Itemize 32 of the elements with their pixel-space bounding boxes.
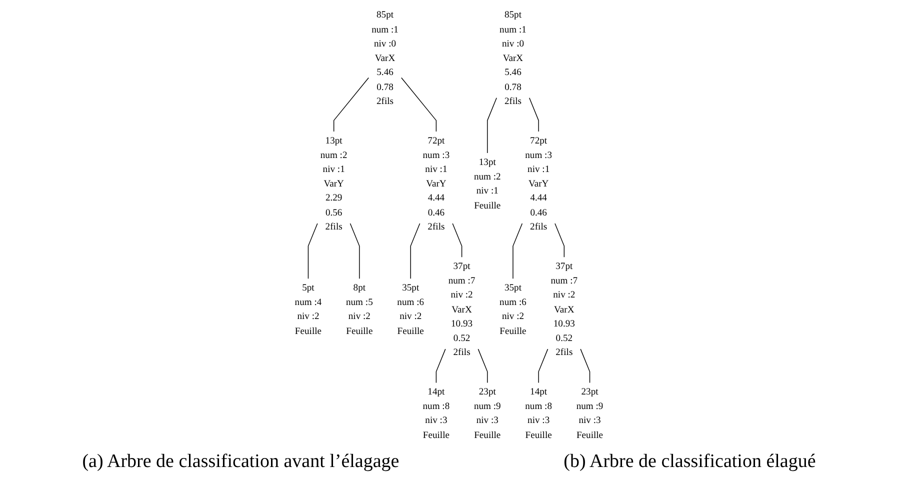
node-text: 13pt num :2 niv :1 VarY 2.29 0.56 2fils bbox=[320, 134, 348, 232]
node-text: 14pt num :8 niv :3 Feuille bbox=[525, 386, 552, 440]
subfigure-caption: (a) Arbre de classification avant l’élagage bbox=[82, 451, 400, 473]
connector bbox=[512, 223, 523, 280]
connector bbox=[436, 348, 446, 384]
connector bbox=[538, 348, 548, 384]
node-text: 37pt num :7 niv :2 VarX 10.93 0.52 2fils bbox=[550, 260, 578, 358]
connector bbox=[580, 348, 590, 384]
node-text: 72pt num :3 niv :1 VarY 4.44 0.46 2fils bbox=[422, 134, 450, 232]
node-text: 72pt num :3 niv :1 VarY 4.44 0.46 2fils bbox=[525, 134, 552, 232]
connector bbox=[401, 77, 437, 132]
node-text: 85pt num :1 niv :0 VarX 5.46 0.78 2fils bbox=[372, 8, 398, 106]
node-text: 85pt num :1 niv :0 VarX 5.46 0.78 2fils bbox=[500, 8, 526, 106]
connector bbox=[478, 348, 488, 384]
node-text: 14pt num :8 niv :3 Feuille bbox=[422, 386, 450, 440]
node-text: 23pt num :9 niv :3 Feuille bbox=[576, 386, 604, 440]
node-text: 37pt num :7 niv :2 VarX 10.93 0.52 2fils bbox=[448, 260, 476, 358]
node-text: 5pt num :4 niv :2 Feuille bbox=[294, 282, 322, 336]
connector bbox=[554, 223, 565, 258]
connector bbox=[529, 97, 539, 132]
connector bbox=[333, 77, 369, 132]
node-text: 8pt num :5 niv :2 Feuille bbox=[346, 282, 373, 336]
connector bbox=[350, 223, 360, 280]
node-text: 23pt num :9 niv :3 Feuille bbox=[474, 386, 501, 440]
node-text: 35pt num :6 niv :2 Feuille bbox=[500, 282, 526, 336]
connector bbox=[487, 97, 497, 154]
node-text: 13pt num :2 niv :1 Feuille bbox=[474, 156, 501, 210]
connector bbox=[308, 223, 318, 280]
connector bbox=[452, 223, 462, 258]
node-text: 35pt num :6 niv :2 Feuille bbox=[397, 282, 424, 336]
subfigure-caption: (b) Arbre de classification élagué bbox=[564, 451, 816, 473]
connector bbox=[410, 223, 420, 280]
